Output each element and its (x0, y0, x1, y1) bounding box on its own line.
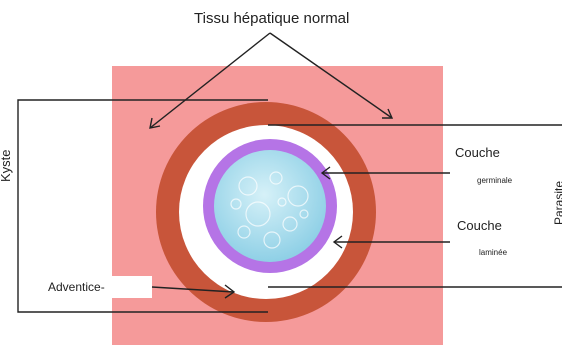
title-label: Tissu hépatique normal (194, 10, 349, 27)
couche-germinale-label: Couche (455, 145, 500, 160)
adventice-label: Adventice- (48, 280, 105, 294)
laminee-label: laminée (479, 248, 507, 257)
germinale-label: germinale (477, 176, 512, 185)
kyste-label: Kyste (0, 149, 13, 182)
parasite-label: Parasite (552, 181, 562, 225)
couche-laminee-label: Couche (457, 218, 502, 233)
